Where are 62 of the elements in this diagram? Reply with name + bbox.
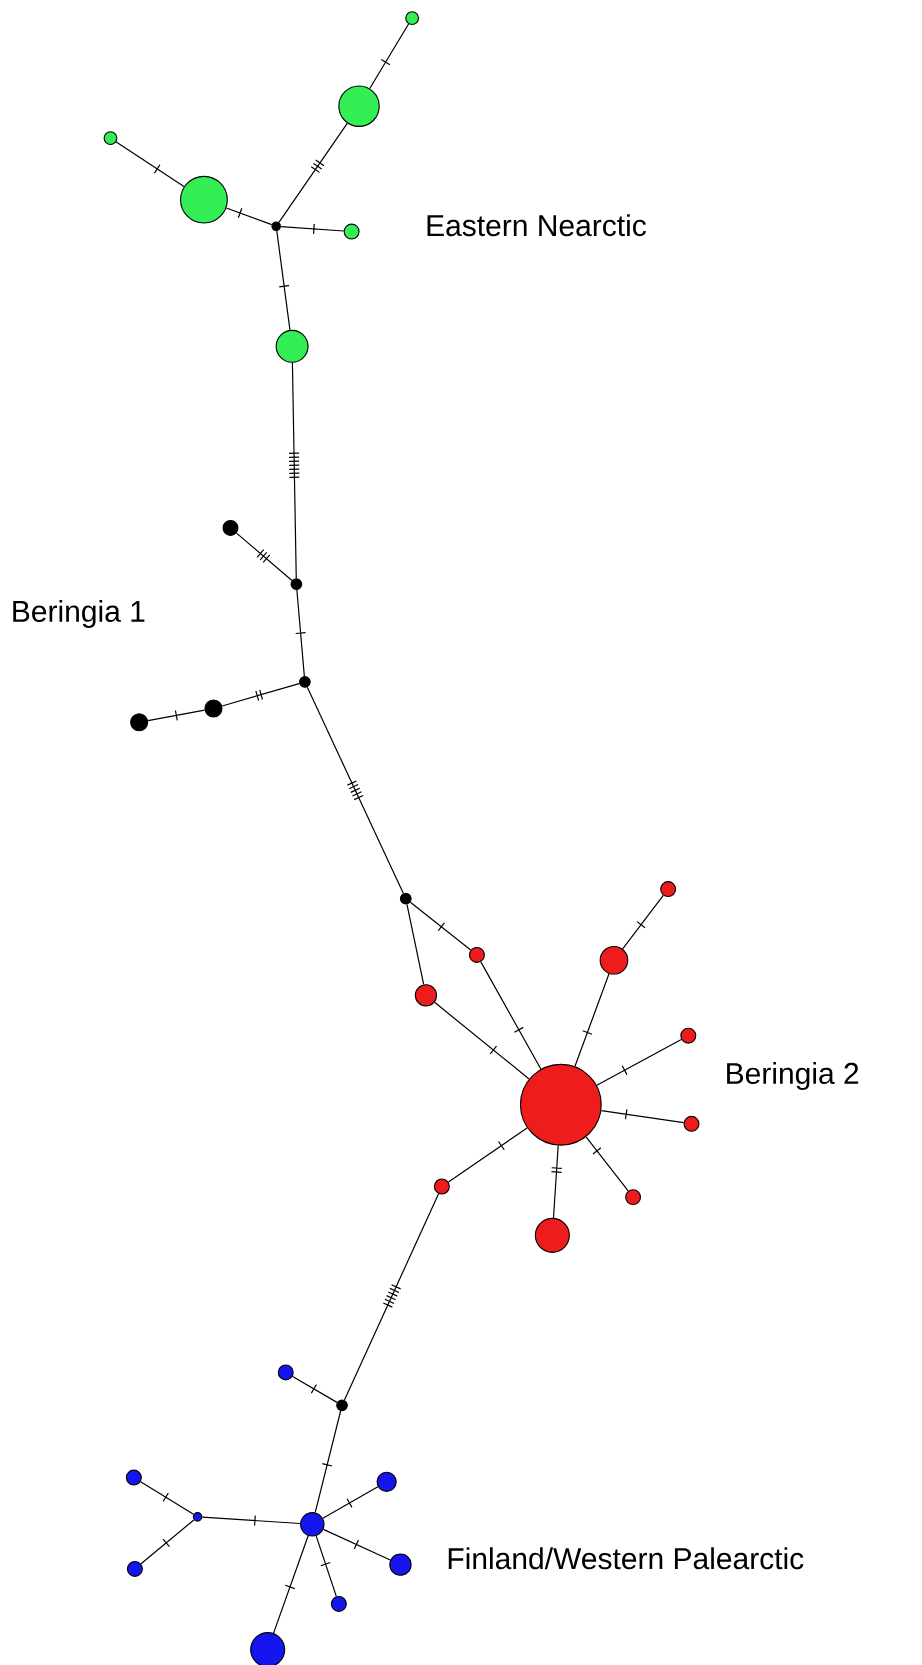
network-line [434,1001,530,1080]
haplotype-circle [126,1560,143,1577]
network-line [288,362,301,579]
network-line [600,1108,685,1124]
haplotype-circle [433,1178,450,1195]
network-line [315,1535,337,1597]
haplotype-circle [343,223,360,240]
network-line [221,683,300,707]
network-line [622,894,664,950]
network-line [280,223,345,235]
network-line [480,961,542,1070]
group-label: Eastern Nearctic [427,214,646,237]
network-line [235,532,293,581]
haplotype-circle [300,1512,325,1537]
group-label: Beringia 2 [727,1062,859,1090]
network-line [276,230,291,331]
network-line [292,1375,338,1403]
network-line [201,1515,301,1527]
network-line [409,901,472,951]
network-line [585,1136,629,1192]
haplotype-circle [389,1553,412,1576]
haplotype-circle [683,1115,700,1132]
network-line [140,1481,195,1515]
haplotype-circle [660,881,677,898]
haplotype-circle [534,1217,570,1253]
haplotype-circle [376,1471,397,1492]
haplotype-circle [275,329,309,363]
haplotype-circle [277,1364,294,1381]
network-line [447,1127,528,1183]
network-line [278,122,348,223]
network-line [550,1144,563,1219]
haplotype-circle [468,946,485,963]
haplotype-circle [204,699,223,718]
network-line [306,686,404,894]
haplotype-circle [250,1632,286,1665]
haplotype-circle [338,85,380,127]
network-line [314,1410,342,1513]
network-line [140,1519,195,1565]
haplotype-circle [330,1595,347,1612]
network-line [295,589,307,677]
haplotype-circle [222,519,239,536]
haplotype-circle [414,984,438,1007]
network-line [322,1528,391,1561]
network-line [574,973,610,1067]
group-label: Beringia 1 [13,600,145,628]
network-line [596,1038,682,1086]
network-line [322,1486,379,1519]
haplotype-circle [625,1189,642,1206]
haplotype-circle [680,1027,697,1044]
network-line [115,141,185,188]
haplotype-circle [180,175,228,224]
haplotype-circle [130,713,149,732]
group-label: Finland/Western Palearctic [448,1547,804,1570]
network-line [225,207,273,226]
network-line [343,1193,440,1401]
network-line [369,23,410,90]
haplotype-circle [125,1469,142,1486]
haplotype-circle [519,1063,602,1146]
network-line [147,709,206,722]
network-line [406,903,425,985]
haplotype-circle [599,945,629,975]
network-line [272,1535,309,1634]
